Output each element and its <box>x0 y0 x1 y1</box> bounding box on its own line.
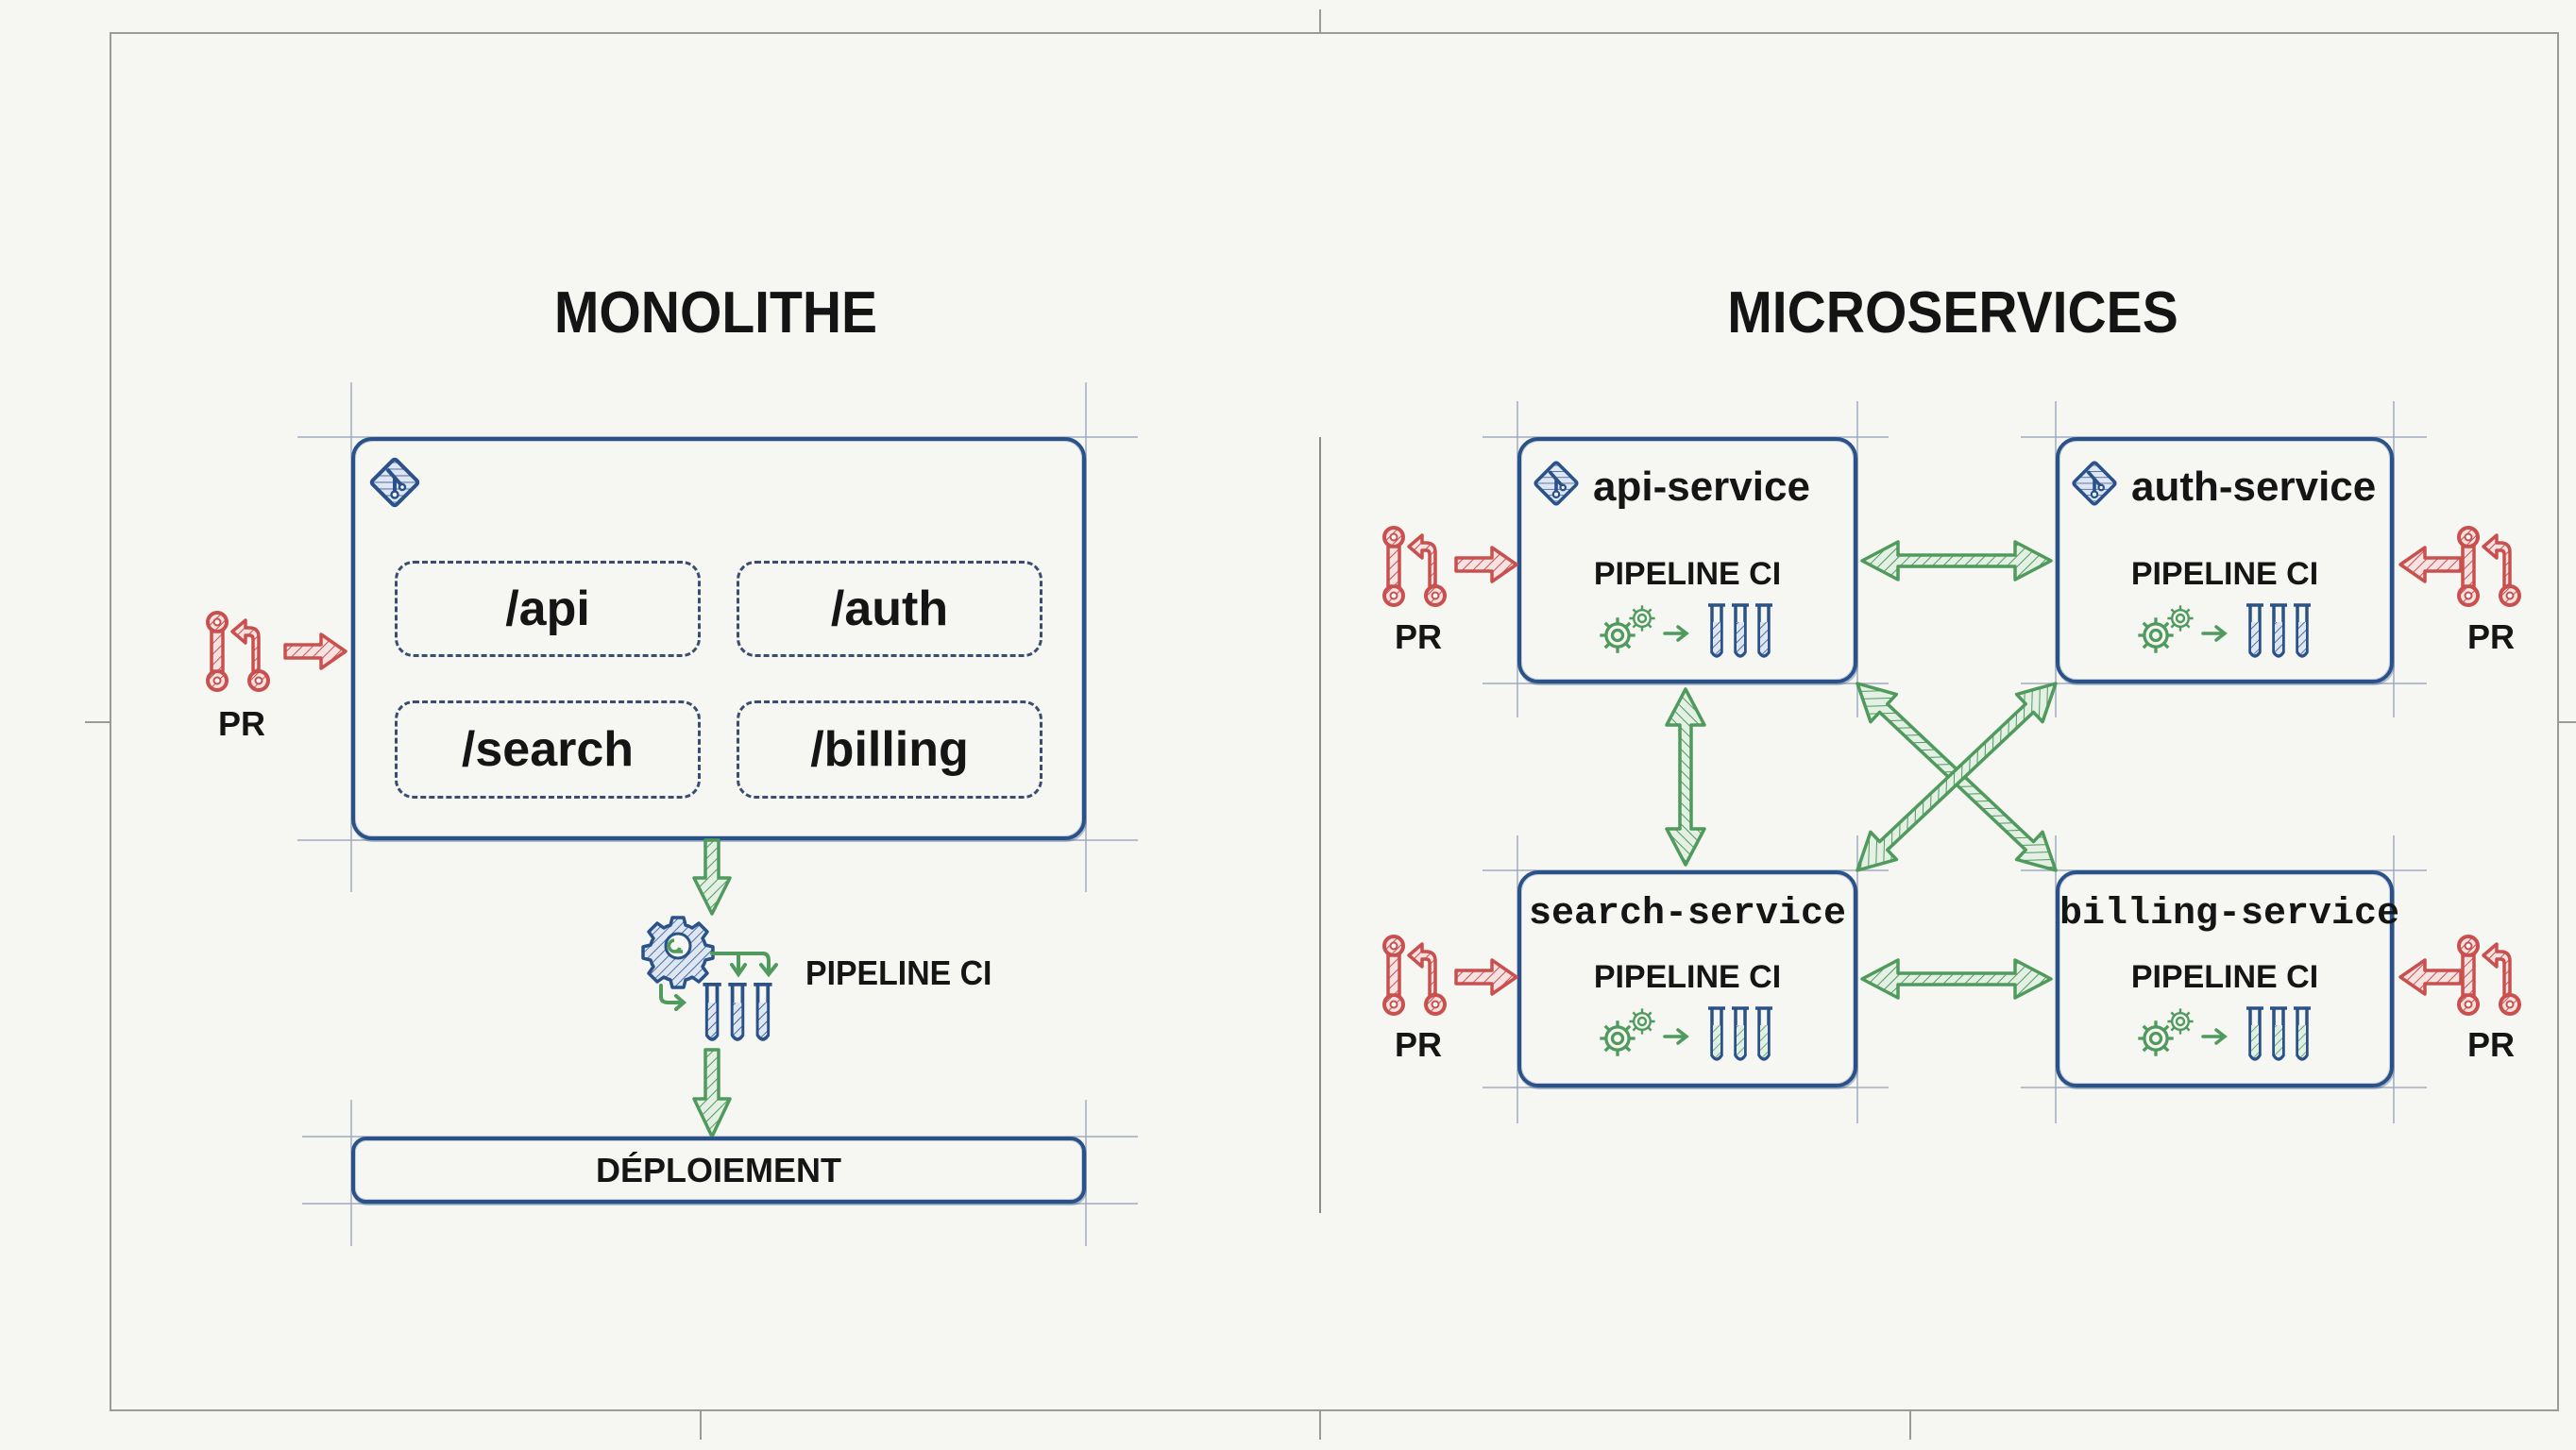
arrow-right-icon <box>1663 625 1689 642</box>
pipeline-icon <box>2135 601 2324 664</box>
module-search[interactable]: /search <box>395 700 701 799</box>
monolith-title: MONOLITHE <box>553 280 878 346</box>
pipeline-icon <box>1597 1004 1786 1067</box>
service-box-api[interactable]: api-service PIPELINE CI <box>1517 437 1857 683</box>
deploy-box[interactable]: DÉPLOIEMENT <box>351 1137 1086 1204</box>
microservices-title: MICROSERVICES <box>1727 280 2178 346</box>
pr-label: PR <box>1394 617 1442 656</box>
service-pipeline-label: PIPELINE CI <box>1593 959 1782 995</box>
flow-arrow-down <box>692 838 732 916</box>
service-box-search[interactable]: search-service PIPELINE CI <box>1517 870 1857 1088</box>
service-pipeline-label: PIPELINE CI <box>2130 556 2319 592</box>
module-auth[interactable]: /auth <box>737 561 1042 657</box>
pipeline-label: PIPELINE CI <box>805 953 992 992</box>
service-box-billing[interactable]: billing-service PIPELINE CI <box>2056 870 2400 1088</box>
service-box-auth[interactable]: auth-service PIPELINE CI <box>2056 437 2394 683</box>
gear-icon <box>641 916 715 989</box>
pr-label: PR <box>2466 617 2515 656</box>
connection-arrow-auth-search <box>1856 682 2058 872</box>
pr-arrow-right <box>283 632 347 670</box>
pr-arrow-left <box>2398 958 2463 996</box>
module-billing[interactable]: /billing <box>737 700 1042 799</box>
module-api[interactable]: /api <box>395 561 701 657</box>
connection-arrow-search-billing <box>1860 958 2053 1000</box>
flow-branch-arrows <box>659 952 778 1011</box>
service-name: search-service <box>1528 893 1847 936</box>
service-pipeline-label: PIPELINE CI <box>2130 959 2319 995</box>
arrow-right-icon <box>1663 1028 1689 1045</box>
pipeline-icon <box>2135 1004 2324 1067</box>
pipeline-icon <box>1597 601 1786 664</box>
pr-arrow-right <box>1454 958 1518 996</box>
pr-label: PR <box>1394 1025 1442 1064</box>
flow-arrow-down <box>692 1048 732 1138</box>
pipeline-icon <box>641 916 778 1048</box>
pr-label: PR <box>217 704 265 743</box>
arrow-right-icon <box>2201 1028 2228 1045</box>
pr-label: PR <box>2466 1025 2515 1064</box>
service-name: api-service <box>1593 464 1810 510</box>
pr-arrow-left <box>2398 546 2463 583</box>
service-name: auth-service <box>2131 464 2377 510</box>
connection-arrow-api-auth <box>1860 540 2053 582</box>
pr-arrow-right <box>1454 546 1518 583</box>
connection-arrow-api-search <box>1665 687 1706 867</box>
monolith-box[interactable]: /api /auth /search /billing <box>351 437 1086 840</box>
outer-frame <box>110 32 2559 1411</box>
arrow-right-icon <box>2201 625 2228 642</box>
service-name: billing-service <box>2059 893 2400 936</box>
service-pipeline-label: PIPELINE CI <box>1593 556 1782 592</box>
